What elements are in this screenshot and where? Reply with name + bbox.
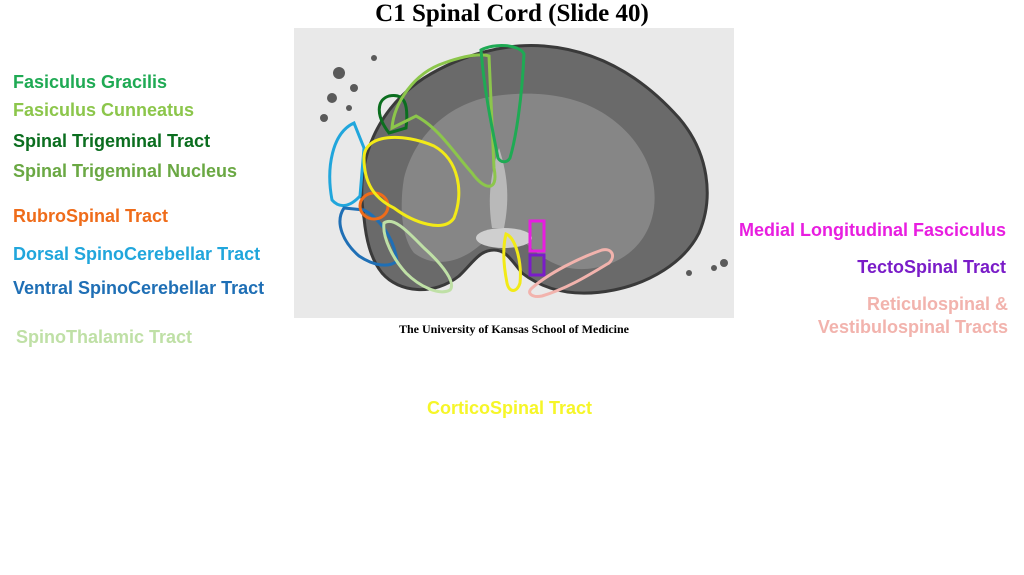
label-medial-longitudinal-fasciculus: Medial Longitudinal Fasciculus: [738, 220, 1006, 240]
label-corticospinal-tract: CorticoSpinal Tract: [427, 398, 593, 418]
image-credit: The University of Kansas School of Medic…: [399, 322, 629, 336]
label-tectospinal-tract: TectoSpinal Tract: [857, 257, 1006, 277]
label-rubrospinal-tract: RubroSpinal Tract: [13, 206, 169, 226]
label-fasciculus-gracilis: Fasiculus Gracilis: [13, 72, 168, 92]
slide-title: C1 Spinal Cord (Slide 40): [375, 0, 649, 27]
label-spinal-trigeminal-tract: Spinal Trigeminal Tract: [13, 131, 211, 151]
label-spinal-trigeminal-nucleus: Spinal Trigeminal Nucleus: [13, 161, 238, 181]
spinal-cord-section-image: [294, 28, 734, 318]
label-dorsal-spinocerebellar-tract: Dorsal SpinoCerebellar Tract: [13, 244, 261, 264]
label-reticulospinal-tracts: Reticulospinal & Vestibulospinal Tracts: [817, 294, 1008, 337]
label-fasciculus-cuneatus: Fasiculus Cunneatus: [13, 100, 195, 120]
label-spinothalamic-tract: SpinoThalamic Tract: [16, 327, 193, 347]
label-ventral-spinocerebellar-tract: Ventral SpinoCerebellar Tract: [13, 278, 265, 298]
